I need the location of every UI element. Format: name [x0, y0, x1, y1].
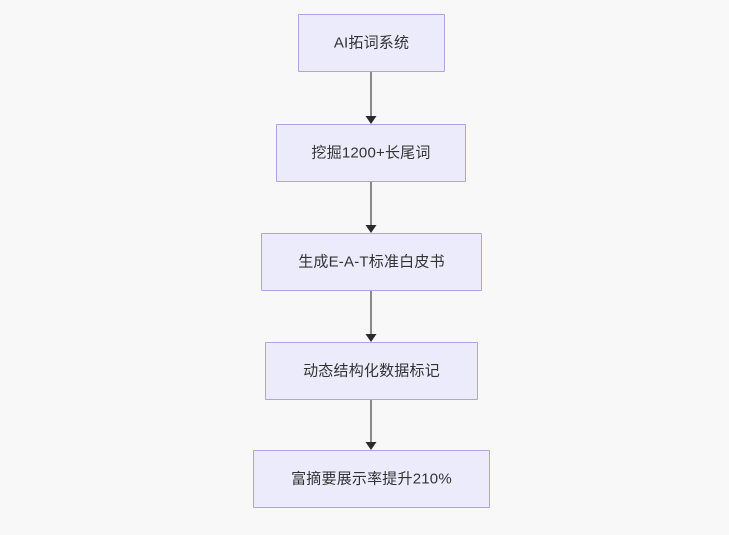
flow-node-label: 动态结构化数据标记: [303, 362, 440, 379]
flow-node[interactable]: 生成E-A-T标准白皮书: [261, 233, 482, 291]
flow-node-label: 生成E-A-T标准白皮书: [298, 253, 445, 270]
flow-node[interactable]: 动态结构化数据标记: [265, 342, 478, 400]
flow-edge: [365, 400, 377, 450]
edge-arrowhead: [365, 116, 377, 124]
flow-node[interactable]: 富摘要展示率提升210%: [253, 450, 490, 508]
flow-node-label: 挖掘1200+长尾词: [311, 144, 431, 161]
edge-arrowhead: [365, 334, 377, 342]
flow-edge: [365, 291, 377, 342]
flow-edge: [365, 182, 377, 233]
edge-arrowhead: [365, 225, 377, 233]
flow-node-label: 富摘要展示率提升210%: [291, 470, 452, 487]
flow-edge: [365, 72, 377, 124]
flow-node[interactable]: AI拓词系统: [298, 14, 445, 72]
flow-node[interactable]: 挖掘1200+长尾词: [276, 124, 466, 182]
flow-node-label: AI拓词系统: [333, 34, 410, 51]
edge-arrowhead: [365, 442, 377, 450]
